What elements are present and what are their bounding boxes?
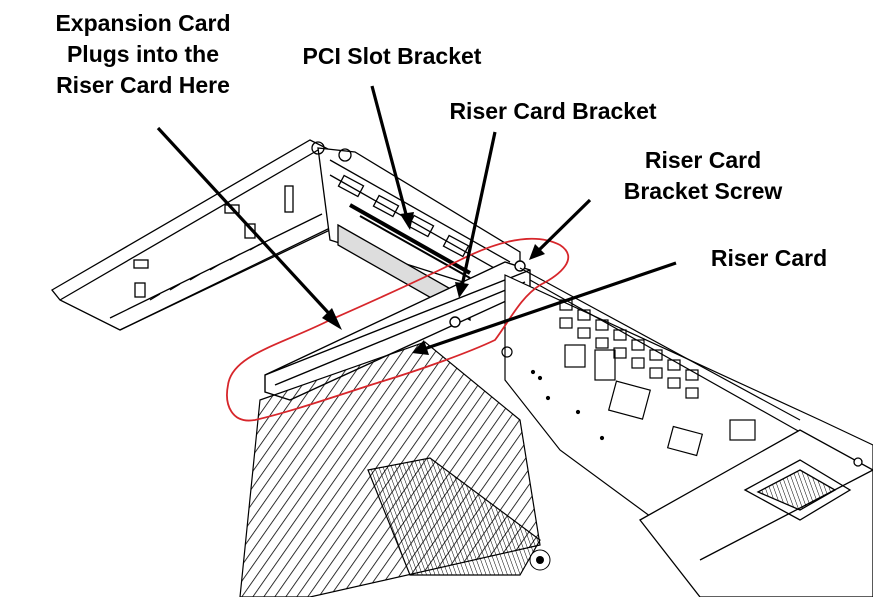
chassis-left-wall [51, 139, 331, 331]
arrow-pci-slot-bracket [370, 85, 414, 230]
arrow-riser-card [412, 261, 677, 355]
label-expansion-line-1: Expansion Card [55, 10, 231, 36]
label-riser-card-bracket-screw: Riser Card Bracket Screw [598, 145, 808, 207]
label-riser-card-bracket: Riser Card Bracket [449, 98, 657, 124]
label-screw-line-2: Bracket Screw [623, 178, 783, 204]
arrow-bracket-screw [529, 198, 592, 260]
label-expansion-line-2: Plugs into the [66, 41, 220, 67]
riser-card-bracket [264, 260, 531, 401]
label-screw-line-1: Riser Card [644, 147, 762, 173]
arrow-riser-card-bracket [455, 131, 497, 298]
power-supply [639, 429, 873, 597]
label-expansion-card: Expansion Card Plugs into the Riser Card… [30, 8, 256, 101]
label-pci-slot-bracket: PCI Slot Bracket [302, 43, 482, 69]
expansion-card-heatsink [239, 341, 551, 597]
label-riser-card: Riser Card [710, 245, 828, 271]
leader-arrows [156, 85, 677, 355]
bracket-screw [514, 260, 526, 272]
arrow-expansion-card [156, 126, 342, 330]
label-expansion-line-3: Riser Card Here [56, 72, 230, 98]
riser-highlight-outline [226, 237, 570, 422]
